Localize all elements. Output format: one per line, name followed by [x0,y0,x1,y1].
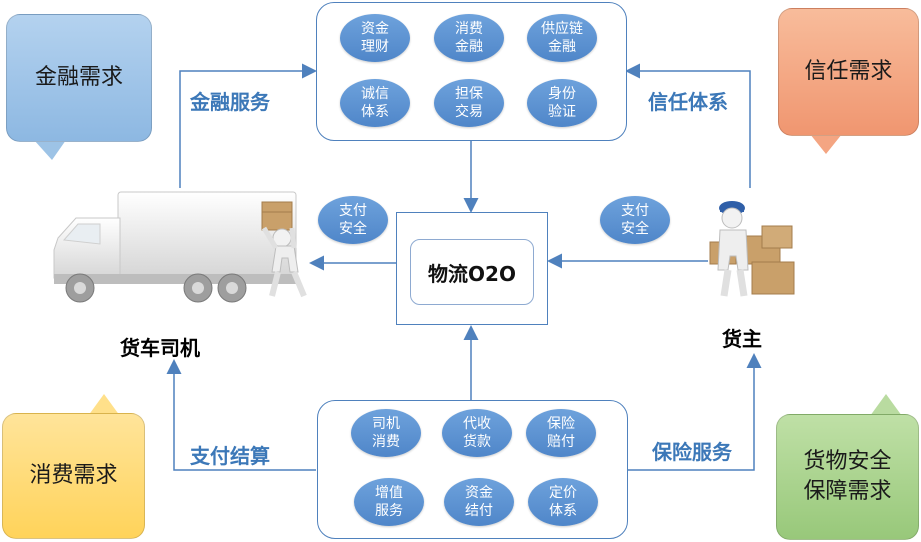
finance-service-label: 金融服务 [190,90,270,114]
finance-need-callout: 金融需求 [6,14,152,142]
trust-need-tail [810,134,842,154]
bubble-bottom-6: 定价 体系 [528,478,598,526]
bubble-bottom-3: 保险 赔付 [526,409,596,457]
cargo-owner-illustration [709,201,795,297]
bubble-top-1: 资金 理财 [340,14,410,62]
bubble-bottom-1: 司机 消费 [351,409,421,457]
arrow-payment-settlement [166,359,316,471]
insurance-service-label: 保险服务 [652,440,732,464]
logistics-o2o-box: 物流O2O [396,212,548,325]
cargo-safety-need-callout: 货物安全 保障需求 [776,414,919,540]
consumption-need-callout: 消费需求 [2,413,145,539]
top-service-panel: 资金 理财 消费 金融 供应链 金融 诚信 体系 担保 交易 身份 验证 [316,2,627,141]
bottom-service-panel: 司机 消费 代收 货款 保险 赔付 增值 服务 资金 结付 定价 体系 [317,400,628,539]
consumption-need-tail [88,394,120,416]
bubble-top-4: 诚信 体系 [340,79,410,127]
bubble-top-6: 身份 验证 [527,79,597,127]
bubble-top-2: 消费 金融 [434,14,504,62]
payment-safety-left-bubble: 支付 安全 [318,196,388,244]
bubble-bottom-5: 资金 结付 [444,478,514,526]
bubble-bottom-2: 代收 货款 [442,409,512,457]
bubble-bottom-4: 增值 服务 [354,478,424,526]
trust-need-callout: 信任需求 [778,8,919,136]
payment-safety-right-bubble: 支付 安全 [600,196,670,244]
logistics-o2o-label: 物流O2O [410,239,534,305]
arrow-trust-system [625,63,751,188]
payment-settlement-label: 支付结算 [190,444,270,468]
truck-illustration [53,191,307,303]
arrow-finance-service [179,63,317,188]
cargo-safety-need-tail [870,394,902,416]
truck-driver-label: 货车司机 [120,336,200,360]
bubble-top-3: 供应链 金融 [527,14,597,62]
cargo-owner-label: 货主 [722,327,762,351]
bubble-top-5: 担保 交易 [434,79,504,127]
trust-system-label: 信任体系 [648,90,728,114]
finance-need-tail [34,140,66,160]
arrow-insurance-service [628,353,762,471]
